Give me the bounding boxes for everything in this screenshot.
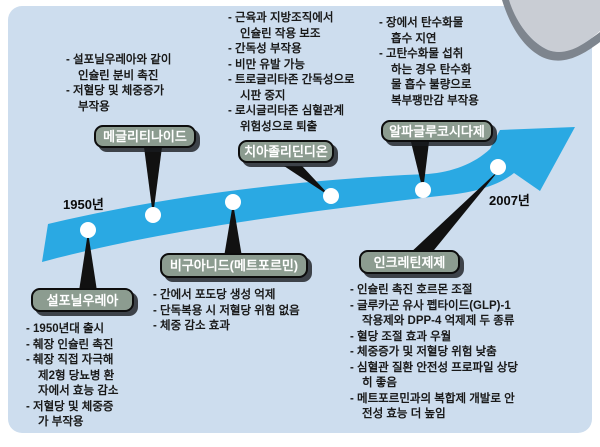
note-bullet: - 저혈당 및 체중증 가 부작용 [26,400,114,429]
drug-box-alpha-glucosidase: 알파글루코시다제 [381,120,493,142]
pointer-meglitinide [144,147,162,216]
timeline-arrow [42,127,575,262]
timeline-dot [225,194,241,210]
notes-alpha-glucosidase: - 장에서 탄수화물 흡수 지연 - 고탄수화물 섭취 하는 경우 탄수화 물 흡… [379,16,511,109]
timeline-dot [415,182,431,198]
drug-label: 설포닐우레아 [46,292,119,308]
drug-box-thiazolidinedione: 치아졸리딘디온 [238,140,334,163]
notes-incretin: - 인슐린 촉진 호르몬 조절 - 글루카곤 유사 펩타이드(GLP)-1 작용제… [350,283,588,423]
pointer-biguanide [224,203,242,257]
page-curl-icon [509,0,600,52]
drug-label: 치아졸리딘디온 [244,144,328,159]
note-bullet: - 트로글리타존 간독성으로 시판 중지 [228,74,355,102]
note-bullet: - 근육과 지방조직에서 인슐린 작용 보조 [228,12,334,40]
note-bullet: - 심혈관 질환 안전성 프로파일 상당 히 좋음 [350,361,518,390]
note-bullet: - 단독복용 시 저혈당 위험 없음 [153,304,300,317]
page-curl-edge [502,0,600,61]
timeline-dot [323,188,339,204]
year-label-start: 1950년 [63,197,104,212]
timeline-dot [80,222,96,238]
pointer-incretin [408,169,500,255]
note-bullet: - 체중 감소 효과 [153,320,230,332]
note-bullet: - 혈당 조절 효과 우월 [350,330,452,343]
note-bullet: - 간에서 포도당 생성 억제 [153,289,276,301]
year-label-end: 2007년 [489,193,530,208]
note-bullet: - 설포닐우레아와 같이 인슐린 분비 촉진 [66,54,172,82]
drug-box-meglitinide: 메글리티나이드 [94,125,196,148]
drug-label: 알파글루코시다제 [389,123,485,139]
timeline-dot [145,207,161,223]
notes-biguanide: - 간에서 포도당 생성 억제 - 단독복용 시 저혈당 위험 없음 - 체중 감소… [153,288,358,335]
drug-label: 인크레틴제제 [373,254,446,270]
note-bullet: - 1950년대 출시 [26,323,105,335]
notes-thiazolidinedione: - 근육과 지방조직에서 인슐린 작용 보조 - 간독성 부작용 - 비만 유발 가… [228,11,400,135]
note-bullet: - 고탄수화물 섭취 하는 경우 탄수화 물 흡수 불량으로 복부팽만감 부작용 [379,48,479,107]
drug-label: 비구아니드(메트포르민) [169,258,299,273]
note-bullet: - 췌장 인슐린 촉진 [26,338,114,351]
note-bullet: - 체중증가 및 저혈당 위험 낮춤 [350,346,497,358]
note-bullet: - 로시글리타존 심혈관계 위험성으로 퇴출 [228,105,345,133]
note-bullet: - 간독성 부작용 [228,43,302,55]
note-bullet: - 비만 유발 가능 [228,58,305,71]
note-bullet: - 장에서 탄수화물 흡수 지연 [379,17,464,45]
notes-meglitinide: - 설포닐우레아와 같이 인슐린 분비 촉진 - 저혈당 및 체중증가 부작용 [66,53,238,115]
drug-box-sulfonylurea: 설포닐우레아 [31,288,134,312]
note-bullet: - 인슐린 촉진 호르몬 조절 [350,284,473,296]
note-bullet: - 췌장 직접 자극해 제2형 당뇨병 환 자에서 효능 감소 [26,354,119,397]
timeline-dot [490,159,506,175]
note-bullet: - 저혈당 및 체중증가 부작용 [66,85,165,113]
pointer-sulfonylurea [79,232,97,291]
note-bullet: - 글루카곤 유사 펩타이드(GLP)-1 작용제와 DPP-4 억제제 두 종… [350,299,515,328]
pointer-alpha-glucosidase [411,142,429,191]
notes-sulfonylurea: - 1950년대 출시 - 췌장 인슐린 촉진 - 췌장 직접 자극해 제2형 당뇨… [26,322,154,431]
drug-box-incretin: 인크레틴제제 [359,250,460,274]
pointer-thiazolidinedione [284,166,331,197]
note-bullet: - 메트포르민과의 복합제 개발로 안 전성 효능 더 높임 [350,392,515,421]
drug-label: 메글리티나이드 [103,129,187,144]
drug-box-biguanide: 비구아니드(메트포르민) [160,253,308,278]
